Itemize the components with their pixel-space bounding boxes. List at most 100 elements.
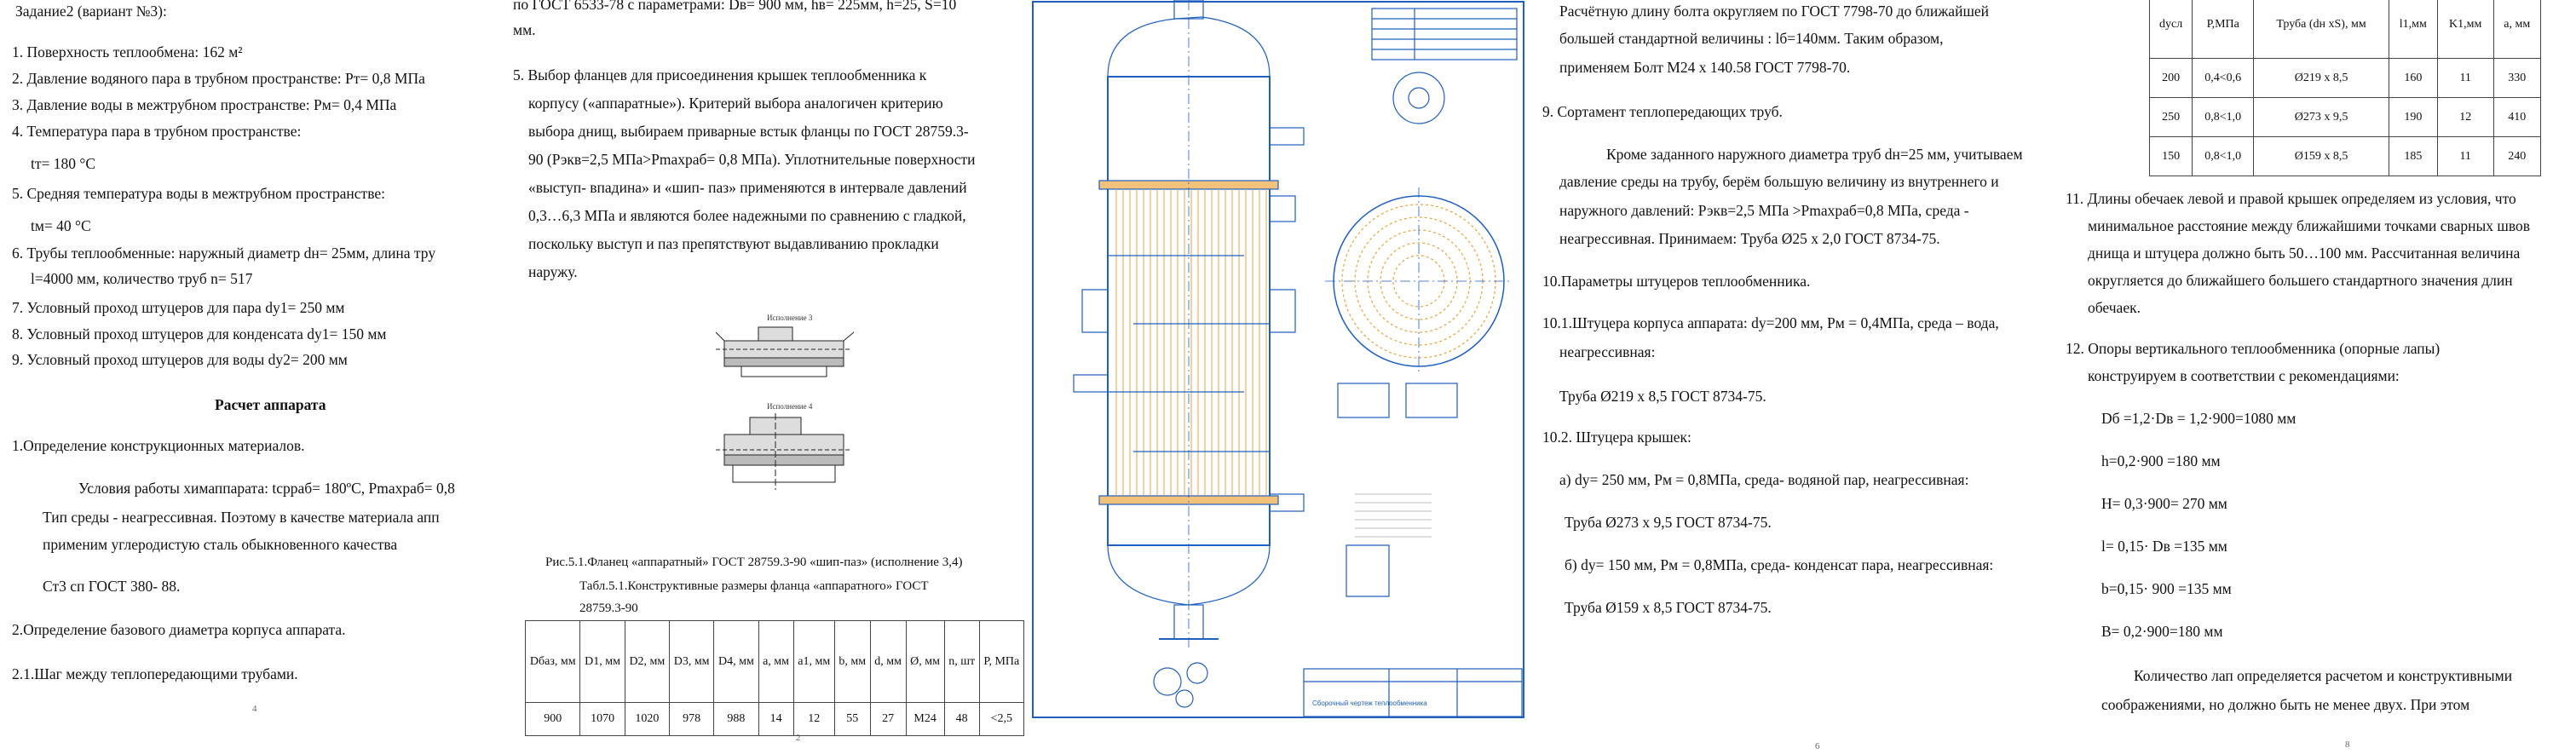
formula-line: H= 0,3·900= 270 мм [2101, 495, 2227, 512]
table-cell: 12 [792, 702, 835, 736]
table-cell: Ø219 х 8,5 [2253, 58, 2389, 98]
table-caption: Табл.5.1.Конструктивные размеры фланца «… [579, 579, 929, 593]
table-cell: 190 [2388, 97, 2438, 137]
paragraph-line: корпусу («аппаратные»). Критерий выбора … [528, 95, 943, 112]
list-item: tт= 180 °С [31, 155, 96, 172]
document-page-2: по ГОСТ 6533-78 с параметрами: Dв= 900 м… [503, 0, 1031, 754]
drawing-label: Сборочный чертеж теплообменника [1312, 699, 1427, 707]
heat-exchanger-drawing: Сборочный чертеж теплообменника [1032, 0, 1524, 718]
paragraph-line: Условия работы химаппарата: tсрраб= 180º… [78, 480, 455, 497]
svg-text:Исполнение 3: Исполнение 3 [767, 314, 813, 322]
list-item: 4. Температура пара в трубном пространст… [12, 123, 302, 140]
document-page-5: dусл Р,МПа Труба (dн хS), мм l1,мм K1,мм… [2045, 0, 2576, 754]
section-title: 2.1.Шаг между теплопередающими трубами. [12, 665, 298, 682]
table-cell: <2,5 [978, 702, 1025, 736]
table-cell: 240 [2492, 136, 2542, 176]
table-cell: dусл [2148, 0, 2193, 59]
list-item: 8. Условный проход штуцеров для конденса… [12, 325, 387, 342]
table-cell: n, шт [943, 620, 980, 703]
page-number: 8 [2345, 740, 2350, 750]
table-cell: 200 [2148, 58, 2193, 98]
section-title: 2.Определение базового диаметра корпуса … [12, 621, 346, 638]
svg-text:Исполнение 4: Исполнение 4 [767, 402, 813, 411]
table-cell: 27 [869, 702, 907, 736]
table-cell: 185 [2388, 136, 2438, 176]
paragraph-line: применим углеродистую сталь обыкновенног… [43, 536, 398, 553]
table-cell: 48 [943, 702, 980, 736]
figure-caption: Рис.5.1.Фланец «аппаратный» ГОСТ 28759.3… [545, 555, 963, 569]
table-cell: 1020 [624, 702, 671, 736]
section-title: 1.Определение конструкционных материалов… [12, 437, 305, 454]
paragraph-line: наружного давлений: Рэкв=2,5 МПа >Рmaxра… [1559, 202, 1969, 219]
table-cell: 0,8<1,0 [2192, 136, 2255, 176]
paragraph-line: неагрессивная. Принимаем: Труба Ø25 х 2,… [1559, 230, 1940, 247]
table-cell: Р,МПа [2192, 0, 2255, 59]
paragraph-line: а) dу= 250 мм, Рм = 0,8МПа, среда- водян… [1559, 471, 1969, 488]
table-cell: 11 [2436, 136, 2494, 176]
table-cell: d, мм [869, 620, 907, 703]
table-cell: Ø273 х 9,5 [2253, 97, 2389, 137]
paragraph-line: по ГОСТ 6533-78 с параметрами: Dв= 900 м… [513, 0, 957, 13]
paragraph-line: б) dу= 150 мм, Рм = 0,8МПа, среда- конде… [1565, 556, 1994, 573]
table-cell: D2, мм [624, 620, 671, 703]
table-cell: Dбаз, мм [524, 620, 581, 703]
pipe-spec: Труба Ø219 х 8,5 ГОСТ 8734-75. [1559, 388, 1766, 405]
formula-line: l= 0,15· Dв =135 мм [2101, 538, 2227, 555]
formula-line: B= 0,2·900=180 мм [2101, 623, 2223, 640]
table-cell: 0,8<1,0 [2192, 97, 2255, 137]
page-number: 6 [1815, 741, 1820, 751]
nozzle-table: dусл Р,МПа Труба (dн хS), мм l1,мм K1,мм… [2148, 0, 2542, 176]
table-cell: Р, МПа [978, 620, 1025, 703]
list-item: 3. Давление воды в межтрубном пространст… [12, 96, 397, 113]
table-row: 900 1070 1020 978 988 14 12 55 27 М24 48… [524, 702, 1025, 736]
paragraph-line: наружу. [528, 263, 578, 280]
paragraph-line: 12. Опоры вертикального теплообменника (… [2066, 340, 2441, 357]
table-cell: 14 [758, 702, 794, 736]
table-cell: 55 [833, 702, 871, 736]
flange-drawing: Исполнение 3 Исполнение 4 [715, 314, 855, 490]
paragraph-line: 5. Выбор фланцев для присоединения крыше… [513, 66, 927, 83]
paragraph-line: обечаек. [2088, 299, 2141, 316]
table-header-row: dусл Р,МПа Труба (dн хS), мм l1,мм K1,мм… [2148, 0, 2542, 59]
table-cell: 900 [524, 702, 581, 736]
paragraph-line: минимальное расстояние между ближайшими … [2088, 217, 2530, 234]
paragraph-line: «выступ- впадина» и «шип- паз» применяют… [528, 179, 967, 196]
task-title: Задание2 (вариант №3): [15, 3, 167, 20]
paragraph-line: округляется до ближайшего большего станд… [2088, 272, 2513, 289]
list-item: tм= 40 °С [31, 217, 91, 234]
table-cell: D3, мм [668, 620, 715, 703]
paragraph-line: Расчётную длину болта округляем по ГОСТ … [1559, 3, 1990, 20]
page-number: 2 [796, 733, 801, 743]
paragraph-line: мм. [513, 21, 536, 38]
table-row: 250 0,8<1,0 Ø273 х 9,5 190 12 410 [2148, 97, 2542, 137]
list-item: 2. Давление водяного пара в трубном прос… [12, 70, 425, 87]
list-item: 5. Средняя температура воды в межтрубном… [12, 185, 385, 202]
section-title: 10.Параметры штуцеров теплообменника. [1542, 273, 1811, 290]
formula-line: h=0,2·900 =180 мм [2101, 452, 2221, 469]
document-page-4: Расчётную длину болта округляем по ГОСТ … [1525, 0, 2045, 754]
steel-grade: Ст3 сп ГОСТ 380- 88. [43, 578, 181, 595]
table-cell: b, мм [833, 620, 871, 703]
paragraph-line: применяем Болт М24 х 140.58 ГОСТ 7798-70… [1559, 59, 1851, 76]
paragraph-line: конструируем в соответствии с рекомендац… [2088, 367, 2400, 384]
table-cell: l1,мм [2388, 0, 2438, 59]
list-item: l=4000 мм, количество труб n= 517 [31, 270, 253, 287]
formula-line: b=0,15· 900 =135 мм [2101, 580, 2232, 597]
paragraph-line: большей стандартной величины : lб=140мм.… [1559, 30, 1944, 47]
table-cell: Труба (dн хS), мм [2253, 0, 2389, 59]
table-row: 150 0,8<1,0 Ø159 х 8,5 185 11 240 [2148, 136, 2542, 176]
section-heading: Расчет аппарата [215, 396, 326, 413]
paragraph-line: поскольку выступ и паз препятствуют выда… [528, 235, 939, 252]
table-cell: 12 [2436, 97, 2494, 137]
table-cell: K1,мм [2436, 0, 2494, 59]
paragraph-line: соображениями, но должно быть не менее д… [2101, 696, 2470, 713]
flange-table: Dбаз, мм D1, мм D2, мм D3, мм D4, мм a, … [524, 620, 1025, 736]
section-title: 10.2. Штуцера крышек: [1542, 429, 1691, 446]
table-cell: a1, мм [792, 620, 835, 703]
section-title: 9. Сортамент теплопередающих труб. [1542, 103, 1783, 120]
table-cell: М24 [905, 702, 945, 736]
table-cell: 11 [2436, 58, 2494, 98]
document-page-3: Сборочный чертеж теплообменника [1031, 0, 1525, 754]
table-cell: D1, мм [579, 620, 625, 703]
paragraph-line: 0,3…6,3 МПа и являются более надежными п… [528, 207, 966, 224]
